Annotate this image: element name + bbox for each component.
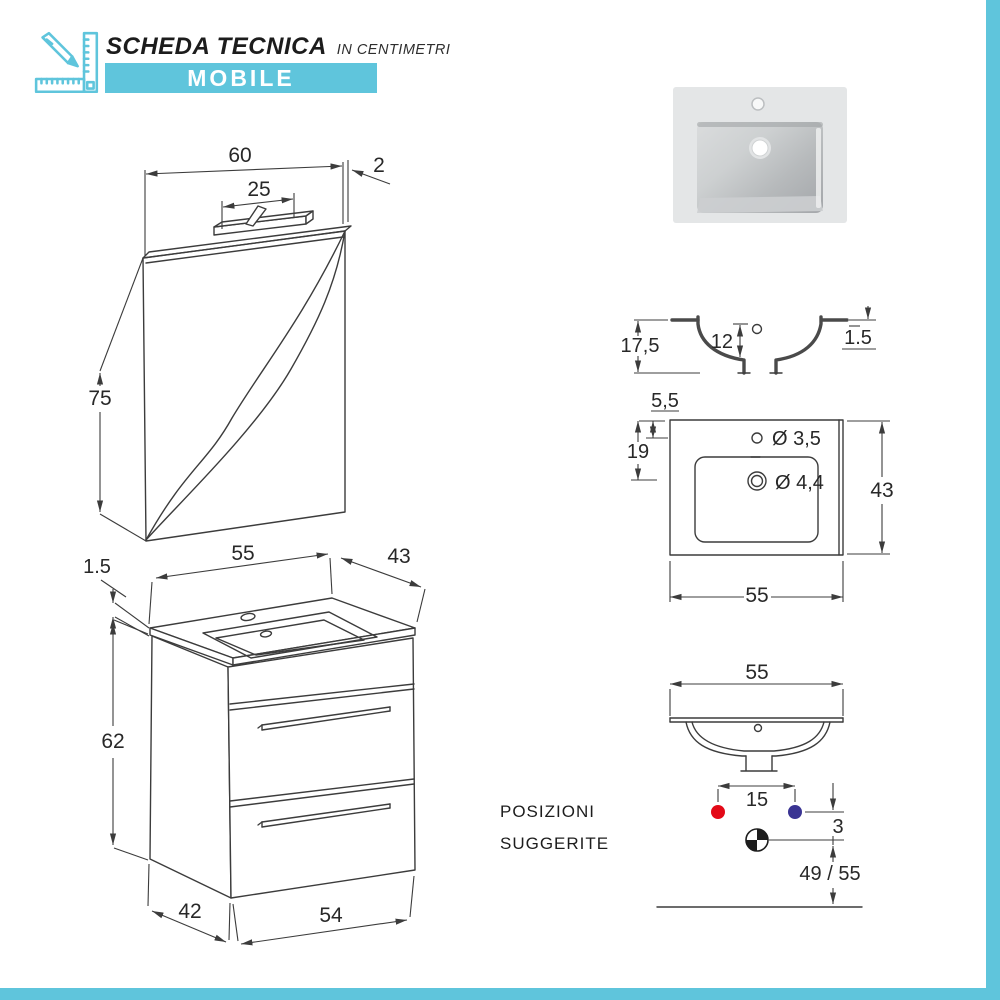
- cabinet-bottom-width-dimension: 54: [232, 875, 415, 946]
- drain-position-symbol: [745, 828, 769, 852]
- install-height-dimension: 49 / 55: [799, 846, 861, 904]
- topview-drain-outer: [747, 471, 767, 491]
- sheet-subtitle: IN CENTIMETRI: [336, 42, 451, 58]
- drawer-divider-2: [229, 778, 415, 808]
- section-height-dimension: 17,5: [621, 319, 700, 374]
- sheet-title: SCHEDA TECNICA IN CENTIMETRI: [106, 33, 450, 61]
- tap-distance-label: 15: [746, 789, 768, 811]
- frontview-sink-profile: [669, 717, 844, 772]
- topview-width-label: 55: [745, 584, 768, 607]
- topview-depth-label: 43: [870, 479, 893, 502]
- sheet-title-text: SCHEDA TECNICA: [106, 33, 327, 60]
- cabinet-drawing: 55 43 1.5 62: [83, 542, 426, 946]
- suggested-positions-line2: SUGGERITE: [500, 834, 609, 853]
- mirror-wave-curve-1: [145, 230, 346, 541]
- cabinet-bottom-width-label: 54: [319, 904, 343, 927]
- accent-border-bottom: [0, 988, 1000, 1000]
- mirror-height-label: 75: [88, 387, 111, 410]
- cabinet-front-face: [227, 637, 416, 899]
- basin-rim: [202, 611, 378, 659]
- mirror-inner-edge: [145, 236, 344, 264]
- drawer-divider-1: [229, 683, 415, 711]
- mirror-width-dimension: 60: [144, 144, 349, 256]
- sink-basin-floor: [697, 196, 823, 213]
- section-height-label: 17,5: [621, 335, 660, 357]
- counter-drain-hole: [259, 630, 273, 638]
- basin-front-view-drawing: 55 15: [500, 661, 863, 908]
- drawer-handle-2: [257, 803, 391, 828]
- frontview-width-dimension: 55: [669, 661, 844, 716]
- mirror-wave-curve-2: [145, 230, 346, 541]
- mirror-width-label: 60: [228, 144, 251, 167]
- topview-drain-inner: [750, 474, 764, 488]
- basin-top-view-drawing: Ø 3,5 Ø 4,4 5,5 19: [627, 390, 894, 607]
- lamp-width-label: 25: [247, 178, 270, 201]
- tap-offset-dimension: 5,5: [639, 390, 679, 439]
- suggested-positions-line1: POSIZIONI: [500, 802, 595, 821]
- mirror-depth-label: 2: [373, 154, 385, 177]
- install-height-label: 49 / 55: [799, 863, 860, 885]
- tap-distance-dimension: 15: [717, 782, 796, 811]
- sink-basin-highlight: [816, 128, 821, 208]
- tap-offset-label: 5,5: [651, 390, 679, 412]
- lamp-width-dimension: 25: [221, 178, 295, 229]
- accent-border-right: [986, 0, 1000, 1000]
- product-type-label: MOBILE: [187, 64, 295, 91]
- hot-water-position-dot: [711, 805, 725, 819]
- mirror-panel: [142, 230, 346, 542]
- drain-drop-dimension: 3: [805, 783, 844, 845]
- topview-outline: [669, 419, 844, 556]
- product-type-banner: MOBILE: [105, 63, 377, 93]
- cabinet-bottom-depth-dimension: 42: [147, 863, 231, 943]
- mirror-drawing: 60 2 25 75: [88, 144, 391, 542]
- topview-depth-dimension: 43: [847, 420, 894, 555]
- topview-basin: [694, 456, 819, 543]
- drain-offset-label: 19: [627, 441, 649, 463]
- section-rim-dimension: 1.5: [842, 306, 876, 350]
- drain-diameter-label: Ø 4,4: [775, 472, 824, 494]
- sink-render: [673, 87, 847, 223]
- cabinet-side-face: [149, 635, 232, 899]
- mirror-lamp: [213, 205, 314, 236]
- cold-water-position-dot: [788, 805, 802, 819]
- section-depth-label: 12: [711, 331, 733, 353]
- topview-tap-hole: [751, 432, 763, 444]
- sink-tap-hole: [751, 97, 765, 111]
- section-rim-label: 1.5: [844, 327, 872, 349]
- cabinet-height-label: 62: [101, 730, 124, 753]
- counter-tap-hole: [240, 612, 256, 622]
- cabinet-depth-label: 43: [387, 545, 410, 568]
- basin-section-drawing: 17,5 12 1.5: [621, 306, 876, 375]
- section-depth-dimension: 12: [711, 323, 748, 357]
- basin-bottom: [215, 619, 365, 656]
- section-basin-profile: [696, 315, 823, 375]
- sink-drain: [751, 139, 769, 157]
- cabinet-bottom-depth-label: 42: [178, 900, 201, 923]
- tap-hole-diameter-label: Ø 3,5: [772, 428, 821, 450]
- counter-thickness-dimension: 1.5: [83, 556, 150, 637]
- mirror-height-dimension: 75: [88, 257, 147, 542]
- topview-width-dimension: 55: [669, 561, 844, 607]
- drain-drop-label: 3: [832, 816, 843, 838]
- sink-basin: [697, 122, 823, 213]
- ruler-pencil-logo-icon: [34, 31, 99, 94]
- counter-thickness-label: 1.5: [83, 556, 111, 578]
- cabinet-height-dimension: 62: [101, 619, 149, 861]
- cabinet-width-dimension: 55: [148, 542, 333, 625]
- mirror-top-edge: [142, 225, 352, 259]
- sink-basin-shadow: [697, 122, 823, 127]
- frontview-width-label: 55: [745, 661, 768, 684]
- mirror-depth-dimension: 2: [351, 154, 391, 185]
- drain-offset-dimension: 19: [627, 421, 657, 481]
- frontview-tap-hole: [753, 723, 763, 733]
- drawer-handle-1: [257, 706, 391, 731]
- cabinet-depth-dimension: 43: [340, 545, 426, 623]
- section-tap-hole: [751, 323, 763, 335]
- cabinet-width-label: 55: [231, 542, 254, 565]
